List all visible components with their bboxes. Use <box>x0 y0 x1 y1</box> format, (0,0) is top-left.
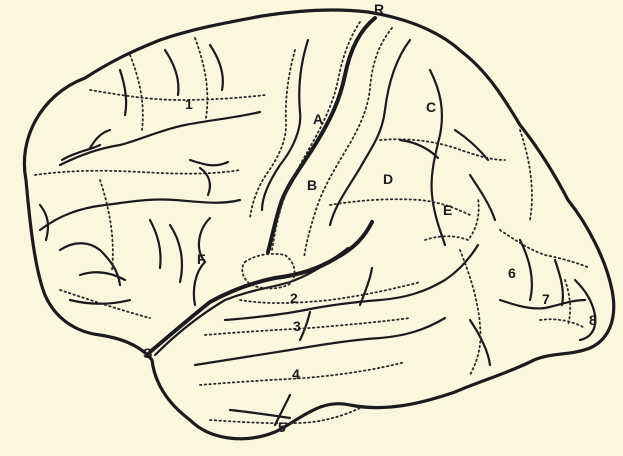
label-3: 3 <box>293 318 301 334</box>
label-E: E <box>443 202 452 218</box>
label-F: F <box>197 251 206 267</box>
label-7: 7 <box>542 291 550 307</box>
label-6: 6 <box>508 265 516 281</box>
label-A: A <box>313 111 323 127</box>
brain-outline <box>24 10 613 439</box>
label-1: 1 <box>185 96 193 112</box>
label-8: 8 <box>589 312 597 328</box>
label-C: C <box>426 99 436 115</box>
label-2: 2 <box>290 290 298 306</box>
label-S: S <box>143 345 152 361</box>
label-D: D <box>383 171 393 187</box>
label-B: B <box>307 177 317 193</box>
label-5: 5 <box>278 419 286 435</box>
label-R: R <box>374 1 384 17</box>
label-4: 4 <box>292 366 300 382</box>
